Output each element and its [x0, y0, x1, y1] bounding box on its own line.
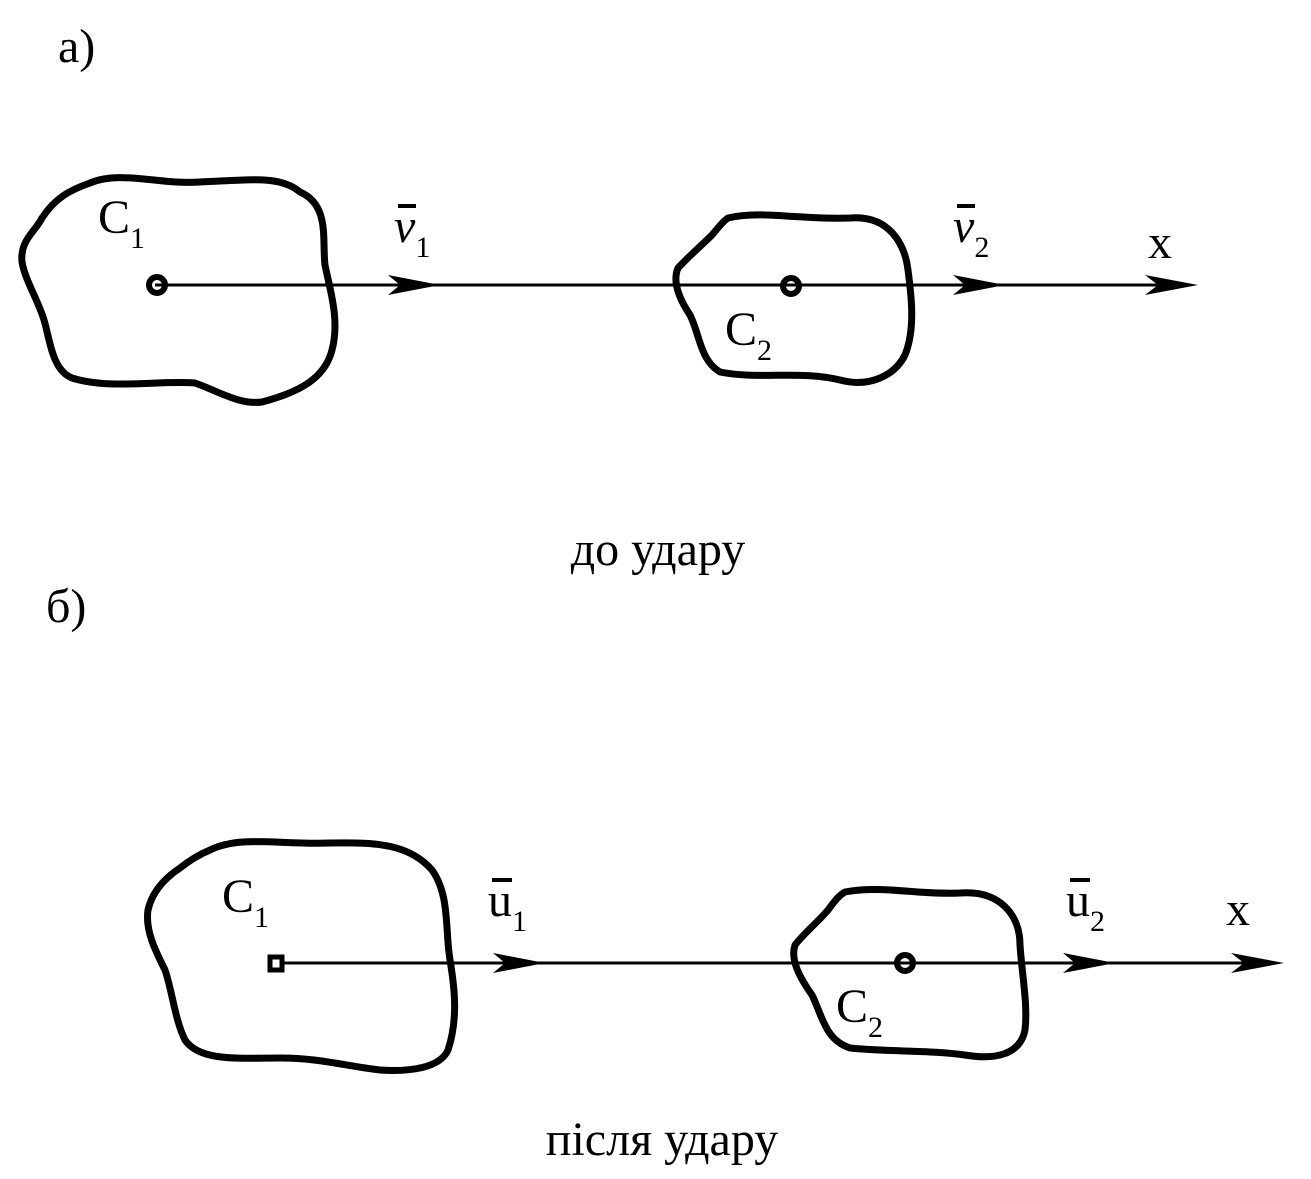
panel-a-caption: до удару	[571, 523, 746, 576]
panel-b-center-2-dot	[894, 952, 916, 974]
panel-b-u2-arrowhead	[1063, 953, 1115, 973]
panel-b-body-1	[143, 838, 459, 1074]
panel-b-u1-label: u1	[488, 874, 527, 938]
panel-b-c2-label: C2	[836, 980, 883, 1044]
panel-a-v1-arrowhead	[388, 275, 440, 295]
panel-a-center-1-dot	[146, 274, 168, 296]
panel-a-c1-label: C1	[98, 191, 145, 255]
panel-b-c1-label: C1	[222, 870, 269, 934]
panel-a-v2-arrowhead	[953, 275, 1005, 295]
panel-b-u2-label: u2	[1066, 874, 1105, 938]
panel-b-label: б)	[46, 580, 86, 633]
panel-a-center-2-dot	[780, 275, 802, 297]
panel-a-label: а)	[58, 20, 95, 73]
panel-a-v2-label: v2	[953, 200, 989, 264]
panel-a-axis-label: x	[1148, 216, 1172, 269]
panel-a-body-1	[18, 174, 339, 406]
panel-a-axis-arrowhead	[1145, 275, 1198, 295]
panel-b-body-2	[790, 885, 1030, 1061]
panel-b: б) C1 C2 u1 u2 x після удару	[46, 580, 1284, 1166]
panel-a: а) C1 C2 v1 v2 x до удару	[18, 20, 1198, 576]
panel-b-axis-label: x	[1226, 883, 1250, 936]
panel-a-v1-label: v1	[394, 200, 430, 264]
panel-b-u1-arrowhead	[493, 953, 545, 973]
panel-b-center-1-dot	[267, 954, 285, 973]
panel-b-axis-arrowhead	[1231, 953, 1284, 973]
panel-a-c2-label: C2	[725, 303, 772, 367]
panel-b-caption: після удару	[546, 1113, 778, 1166]
panel-a-body-2	[672, 211, 916, 386]
